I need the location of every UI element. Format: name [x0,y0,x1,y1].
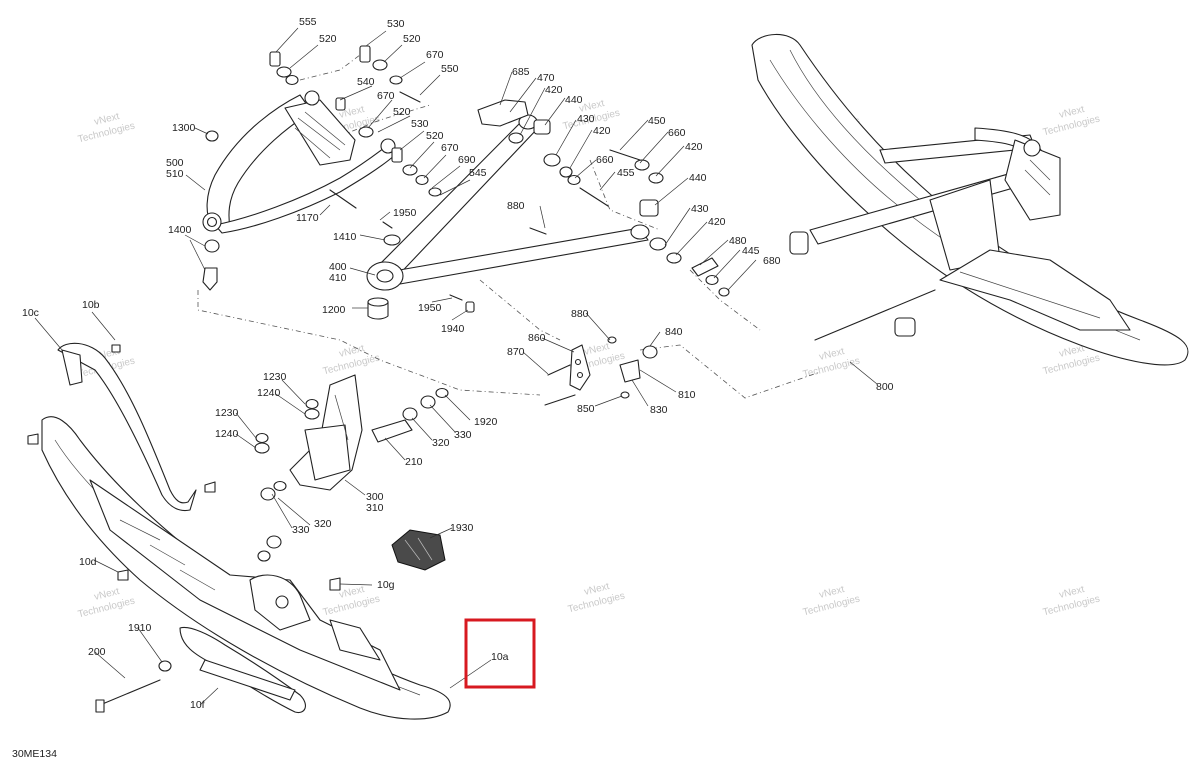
label-410: 410 [329,272,347,284]
label-830: 830 [650,404,668,416]
lower-arm [366,114,650,291]
label-860: 860 [528,332,546,344]
label-530: 530 [387,18,405,30]
highlight-box [464,618,536,689]
bracket-860 [544,336,658,406]
label-670: 670 [426,49,444,61]
diagram-id: 30ME134 [12,748,57,760]
label-470: 470 [537,72,555,84]
assembly-lines [197,54,821,399]
label-320: 320 [432,437,450,449]
label-670: 670 [377,90,395,102]
label-10d: 10d [79,556,97,568]
label-545: 545 [469,167,487,179]
label-500: 500 [166,157,184,169]
label-520: 520 [426,130,444,142]
spindle [254,374,449,562]
label-530: 530 [411,118,429,130]
label-445: 445 [742,245,760,257]
label-660: 660 [596,154,614,166]
label-660: 660 [668,127,686,139]
label-520: 520 [319,33,337,45]
label-430: 430 [691,203,709,215]
label-440: 440 [689,172,707,184]
label-1170: 1170 [296,212,319,224]
label-840: 840 [665,326,683,338]
label-1240: 1240 [257,387,281,399]
label-200: 200 [88,646,106,658]
label-330: 330 [454,429,472,441]
label-1200: 1200 [322,304,346,316]
label-400: 400 [329,261,347,273]
label-1230: 1230 [215,407,239,419]
label-800: 800 [876,381,894,393]
label-10g: 10g [377,579,395,591]
label-10a: 10a [491,651,509,663]
leader-lines [34,27,878,706]
label-320: 320 [314,518,332,530]
label-440: 440 [565,94,583,106]
label-870: 870 [507,346,525,358]
label-690: 690 [458,154,476,166]
label-1930: 1930 [450,522,474,534]
label-685: 685 [512,66,530,78]
label-520: 520 [393,106,411,118]
label-1300: 1300 [172,122,196,134]
label-1920: 1920 [474,416,498,428]
part-1930 [391,529,446,571]
label-1410: 1410 [333,231,357,243]
label-420: 420 [685,141,703,153]
label-1950: 1950 [393,207,417,219]
label-555: 555 [299,16,317,28]
label-420: 420 [593,125,611,137]
label-810: 810 [678,389,696,401]
label-680: 680 [763,255,781,267]
label-430: 430 [577,113,595,125]
ski-assembly-right [751,33,1189,366]
label-310: 310 [366,502,384,514]
label-480: 480 [729,235,747,247]
label-1940: 1940 [441,323,465,335]
label-420: 420 [545,84,563,96]
label-880: 880 [571,308,589,320]
label-1230: 1230 [263,371,287,383]
label-300: 300 [366,491,384,503]
label-10c: 10c [22,307,39,319]
part-labels: 555 530 520 520 670 550 540 670 520 530 … [22,16,894,711]
label-330: 330 [292,524,310,536]
label-420: 420 [708,216,726,228]
label-880: 880 [507,200,525,212]
label-520: 520 [403,33,421,45]
label-10f: 10f [190,699,205,711]
label-1400: 1400 [168,224,192,236]
label-1240: 1240 [215,428,239,440]
label-210: 210 [405,456,423,468]
label-455: 455 [617,167,635,179]
ski-left [27,342,451,720]
label-540: 540 [357,76,375,88]
label-850: 850 [577,403,595,415]
upper-a-arm [202,90,396,234]
lower-arm-hardware [367,99,730,320]
label-670: 670 [441,142,459,154]
label-510: 510 [166,168,184,180]
label-450: 450 [648,115,666,127]
label-1910: 1910 [128,622,152,634]
label-550: 550 [441,63,459,75]
label-1950: 1950 [418,302,442,314]
label-10b: 10b [82,299,100,311]
